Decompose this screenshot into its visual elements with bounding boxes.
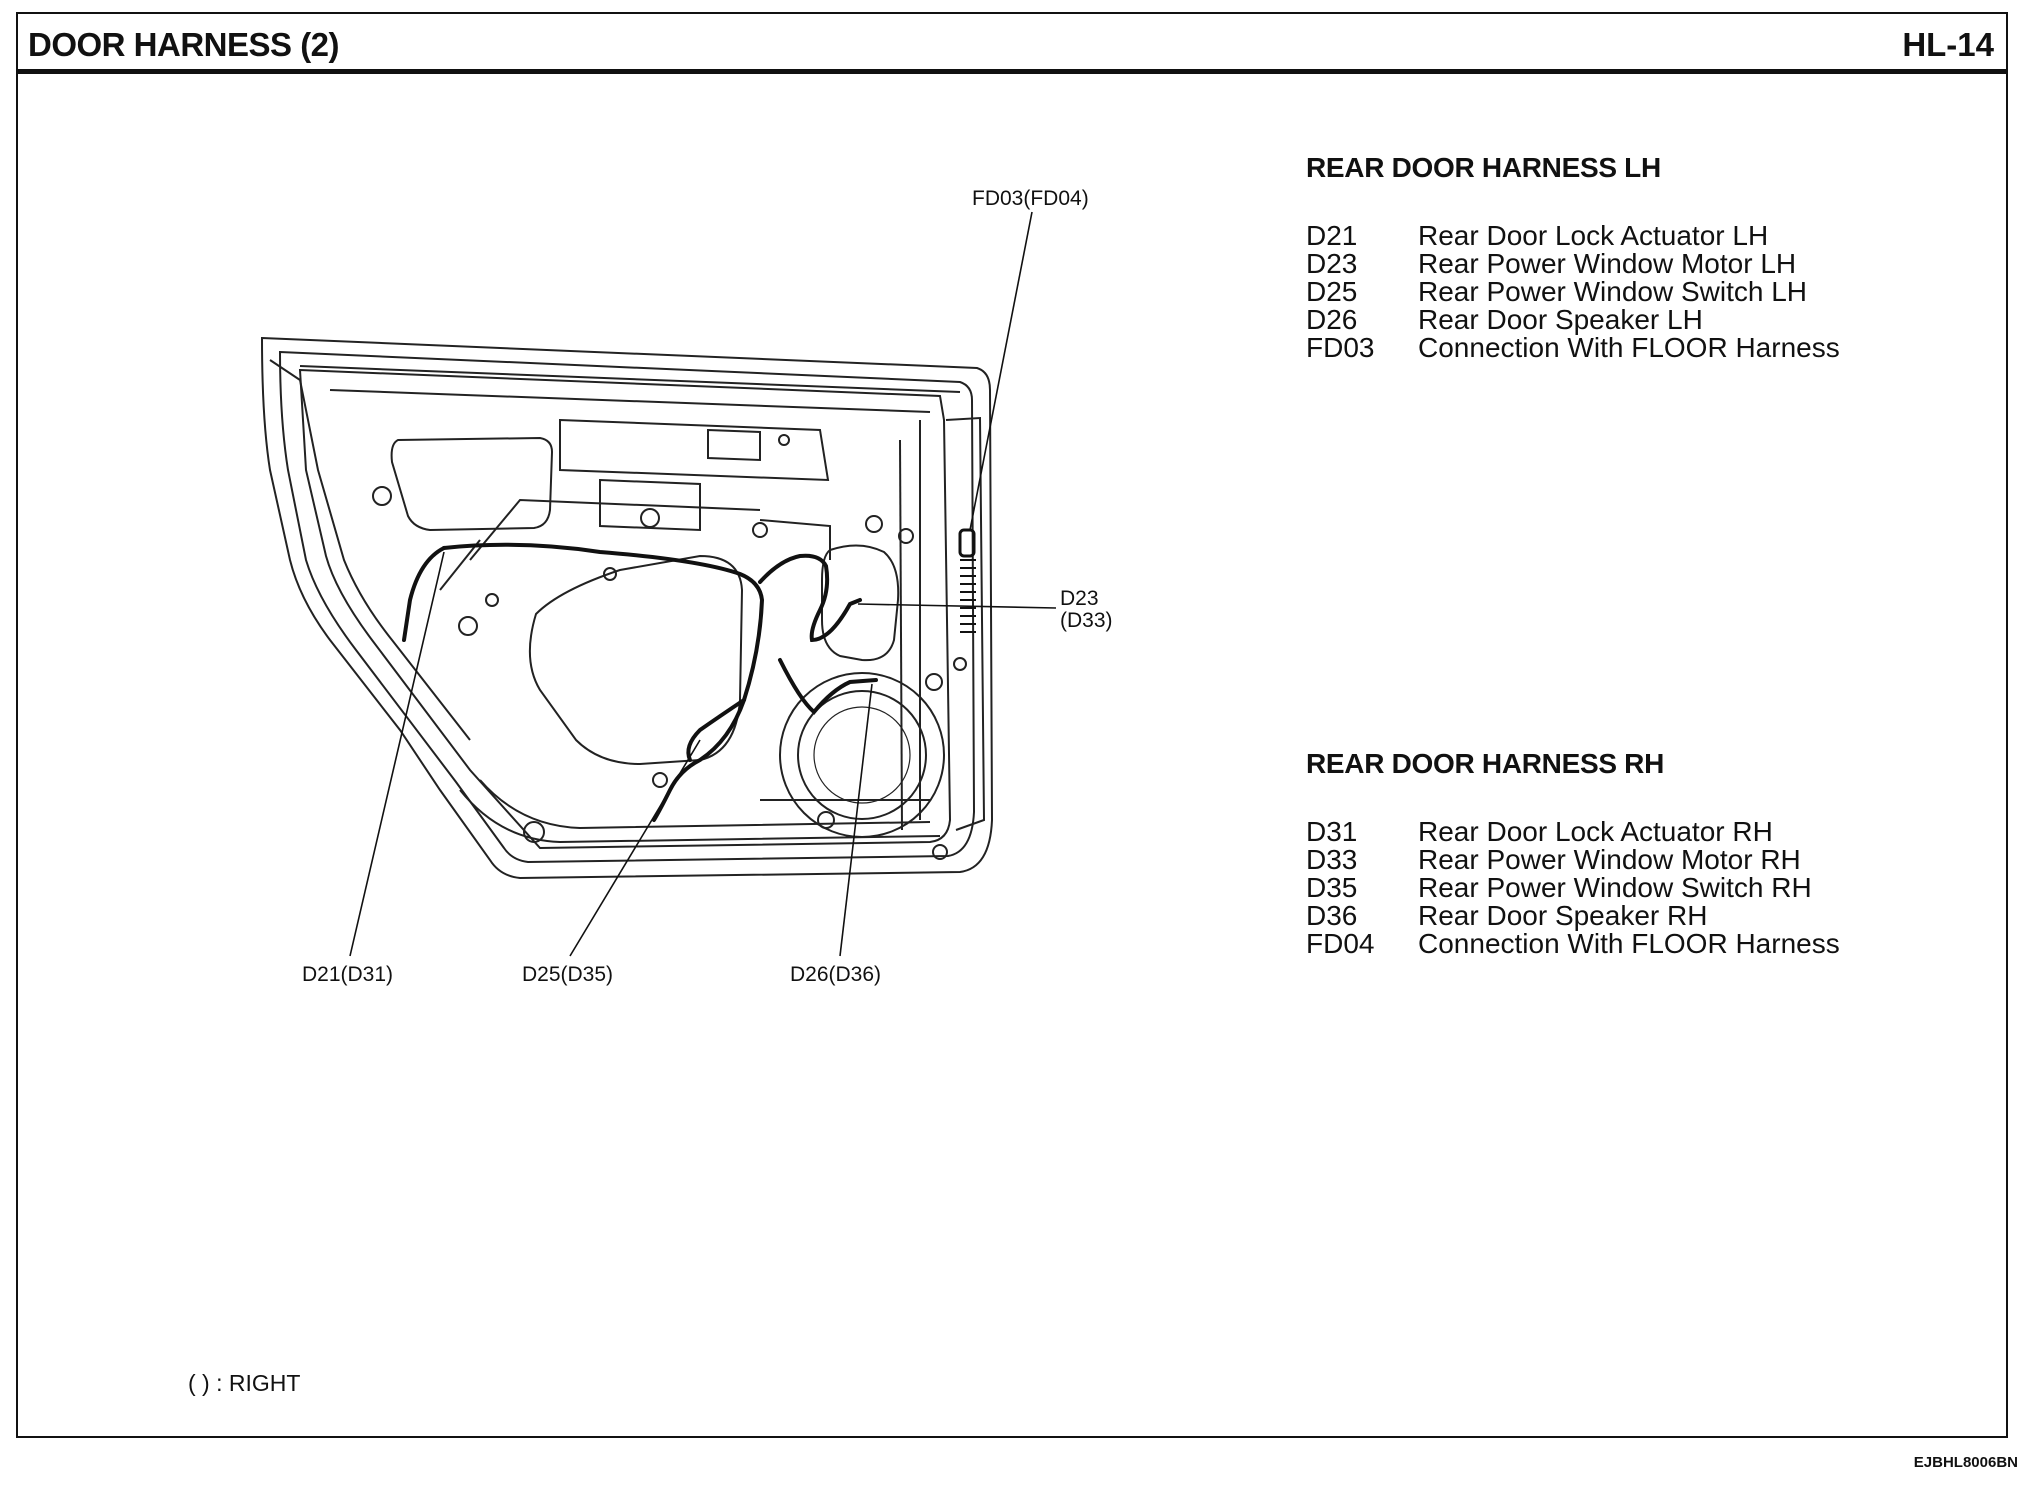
leader-d26 <box>839 683 873 957</box>
legend-code: D26 <box>1306 304 1358 335</box>
legend-rh: REAR DOOR HARNESS RH D31 Rear Door Lock … <box>1306 748 1840 958</box>
harness-wire-main <box>442 542 765 822</box>
legend-desc: Rear Door Lock Actuator LH <box>1418 220 1769 251</box>
harness-wire-switch <box>686 698 746 762</box>
legend-row: D33 Rear Power Window Motor RH <box>1306 846 1840 874</box>
fd03-connector-coil <box>958 528 976 633</box>
page-frame: DOOR HARNESS (2) HL-14 <box>16 12 2008 1438</box>
callout-d23-line2: (D33) <box>1060 609 1113 632</box>
legend-code: D33 <box>1306 844 1358 875</box>
legend-desc: Rear Door Lock Actuator RH <box>1418 816 1773 847</box>
legend-row: D36 Rear Door Speaker RH <box>1306 902 1840 930</box>
legend-row: D25 Rear Power Window Switch LH <box>1306 278 1840 306</box>
harness-wire-speaker <box>778 658 878 715</box>
callout-d25: D25(D35) <box>522 963 614 986</box>
legend-row: D21 Rear Door Lock Actuator LH <box>1306 222 1840 250</box>
legend-rh-title: REAR DOOR HARNESS RH <box>1306 748 1665 779</box>
speaker-ring-inner <box>797 690 927 820</box>
leader-d23 <box>857 603 1057 609</box>
legend-desc: Rear Power Window Motor RH <box>1418 844 1801 875</box>
page-title: DOOR HARNESS (2) <box>28 26 340 63</box>
leader-d21 <box>349 551 445 957</box>
callout-d26: D26(D36) <box>790 963 882 986</box>
legend-code: D25 <box>1306 276 1358 307</box>
page-code: HL-14 <box>1902 26 1994 63</box>
legend-desc: Connection With FLOOR Harness <box>1418 928 1840 959</box>
legend-code: FD04 <box>1306 928 1375 959</box>
callout-d21: D21(D31) <box>302 963 394 986</box>
callout-d23: D23 (D33) <box>1060 588 1113 632</box>
legend-code: D36 <box>1306 900 1358 931</box>
legend-desc: Connection With FLOOR Harness <box>1418 332 1840 363</box>
door-inner-outline <box>278 350 976 864</box>
regulator-opening <box>821 544 900 662</box>
legend-desc: Rear Power Window Switch RH <box>1418 872 1812 903</box>
leader-fd03 <box>969 211 1033 531</box>
center-access-opening <box>528 554 744 766</box>
legend-row: D26 Rear Door Speaker LH <box>1306 306 1840 334</box>
legend-lh: REAR DOOR HARNESS LH D21 Rear Door Lock … <box>1306 152 1840 362</box>
legend-row: D31 Rear Door Lock Actuator RH <box>1306 818 1840 846</box>
legend-row: FD04 Connection With FLOOR Harness <box>1306 930 1840 958</box>
legend-row: D23 Rear Power Window Motor LH <box>1306 250 1840 278</box>
drawing-number: EJBHL8006BN <box>1913 1454 2018 1471</box>
legend-code: D31 <box>1306 816 1358 847</box>
callout-fd03: FD03(FD04) <box>972 187 1089 210</box>
legend-lh-title: REAR DOOR HARNESS LH <box>1306 152 1661 183</box>
leader-d25 <box>569 739 701 957</box>
callout-d23-line1: D23 <box>1060 587 1099 610</box>
legend-code: D35 <box>1306 872 1358 903</box>
legend-desc: Rear Door Speaker LH <box>1418 304 1703 335</box>
upper-access-hole <box>390 436 554 532</box>
footnote-right-notation: ( ) : RIGHT <box>188 1370 301 1396</box>
header-bar: DOOR HARNESS (2) HL-14 <box>18 14 2006 74</box>
door-outer-outline <box>260 336 994 880</box>
harness-wire-upper <box>758 553 862 643</box>
legend-desc: Rear Power Window Switch LH <box>1418 276 1808 307</box>
legend-code: FD03 <box>1306 332 1375 363</box>
harness-wire-lock <box>402 546 446 642</box>
legend-code: D23 <box>1306 248 1358 279</box>
legend-desc: Rear Door Speaker RH <box>1418 900 1708 931</box>
legend-row: FD03 Connection With FLOOR Harness <box>1306 334 1840 362</box>
legend-code: D21 <box>1306 220 1358 251</box>
legend-desc: Rear Power Window Motor LH <box>1418 248 1797 279</box>
legend-row: D35 Rear Power Window Switch RH <box>1306 874 1840 902</box>
